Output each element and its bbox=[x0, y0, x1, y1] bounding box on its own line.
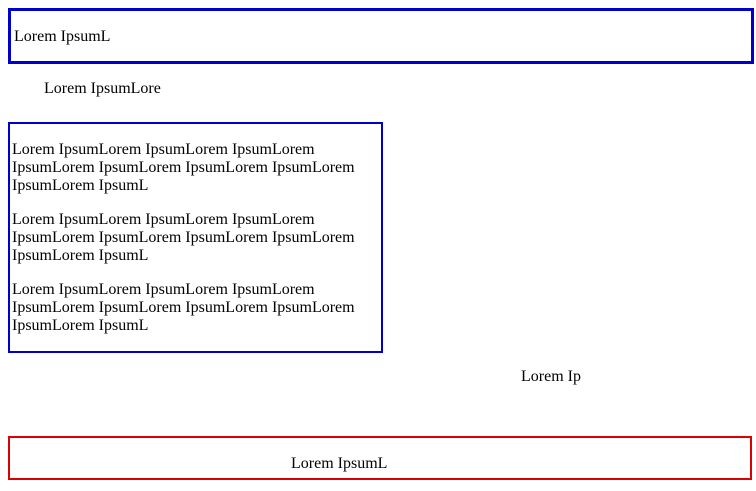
footer-box: Lorem IpsumL bbox=[8, 436, 752, 480]
header-box: Lorem IpsumL bbox=[8, 8, 754, 64]
header-text: Lorem IpsumL bbox=[14, 28, 111, 45]
subtitle-text: Lorem IpsumLore bbox=[44, 80, 161, 97]
paragraph: Lorem IpsumLorem IpsumLorem IpsumLorem I… bbox=[12, 281, 355, 334]
side-label: Lorem Ip bbox=[521, 368, 581, 385]
paragraph: Lorem IpsumLorem IpsumLorem IpsumLorem I… bbox=[12, 211, 355, 264]
content-box: Lorem IpsumLorem IpsumLorem IpsumLorem I… bbox=[8, 122, 383, 353]
footer-text: Lorem IpsumL bbox=[291, 455, 388, 472]
paragraph: Lorem IpsumLorem IpsumLorem IpsumLorem I… bbox=[12, 141, 355, 194]
